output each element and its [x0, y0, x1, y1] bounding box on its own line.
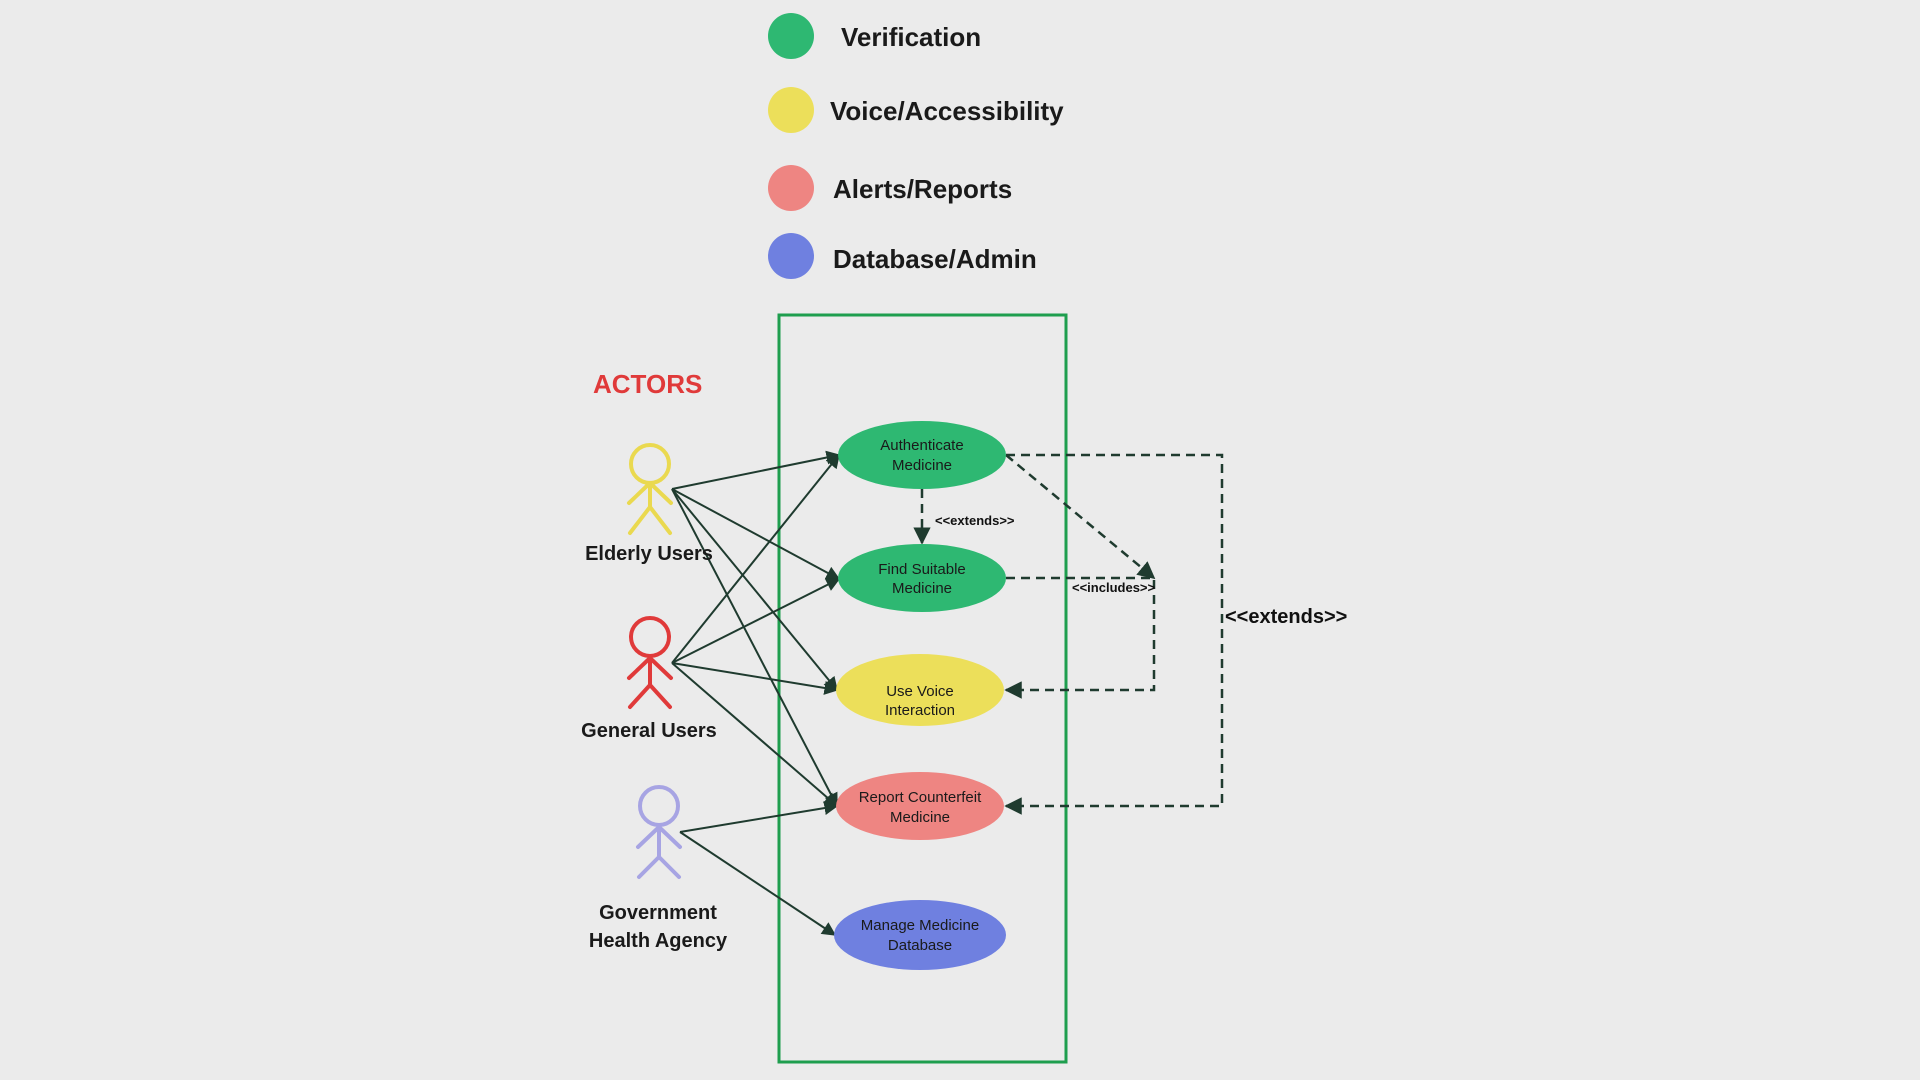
actor-gov-label-2: Health Agency: [589, 930, 728, 952]
association-elderly-report: [671, 488, 838, 808]
actor-gov-leg-left: [637, 855, 661, 879]
relation-find-voice-includes: [1004, 576, 1156, 699]
actor-government-health-agency[interactable]: [636, 785, 682, 879]
actor-general-arm-right: [648, 656, 673, 680]
relation-auth-report-extends: [1004, 453, 1224, 815]
legend-label-database: Database/Admin: [833, 244, 1037, 274]
actor-elderly-users[interactable]: [627, 443, 673, 535]
legend-item-verification: Verification: [768, 13, 981, 59]
association-gov-report: [679, 801, 839, 833]
legend-item-alerts-reports: Alerts/Reports: [768, 165, 1012, 211]
association-general-voice: [671, 662, 839, 695]
actor-elderly-leg-right: [648, 505, 672, 535]
actor-gov-arm-left: [636, 825, 661, 849]
use-case-manage-label-1: Manage Medicine: [861, 917, 979, 934]
use-case-report-shape: [836, 772, 1004, 840]
actor-elderly-head: [629, 443, 671, 485]
legend-label-alerts: Alerts/Reports: [833, 174, 1012, 204]
actors-title: ACTORS: [593, 369, 702, 399]
actor-elderly-arm-right: [648, 481, 673, 505]
use-case-authenticate-label-2: Medicine: [892, 457, 952, 474]
use-cases: Authenticate Medicine Find Suitable Medi…: [834, 421, 1006, 970]
use-case-manage-medicine-database[interactable]: Manage Medicine Database: [834, 900, 1006, 970]
association-gov-manage: [679, 831, 837, 936]
use-case-use-voice-interaction[interactable]: Use Voice Interaction: [836, 654, 1004, 726]
use-case-voice-label-1: Use Voice: [886, 683, 954, 700]
use-case-find-label-2: Medicine: [892, 580, 952, 597]
use-case-manage-label-2: Database: [888, 937, 952, 954]
legend-swatch-database: [768, 233, 814, 279]
use-case-find-shape: [838, 544, 1006, 612]
use-case-authenticate-shape: [838, 421, 1006, 489]
use-case-voice-shape: [836, 654, 1004, 726]
legend-swatch-alerts: [768, 165, 814, 211]
use-case-report-label-2: Medicine: [890, 809, 950, 826]
legend-swatch-voice: [768, 87, 814, 133]
association-general-find: [671, 578, 841, 664]
association-general-authenticate: [671, 453, 840, 664]
use-case-report-label-1: Report Counterfeit: [859, 789, 982, 806]
relation-label-auth-report-extends: <<extends>>: [1225, 606, 1347, 628]
use-case-authenticate-medicine[interactable]: Authenticate Medicine: [838, 421, 1006, 489]
legend-swatch-verification: [768, 13, 814, 59]
relationships: <<extends>> <<includes>> <<extends>>: [913, 453, 1347, 815]
actor-elderly-arm-left: [627, 481, 652, 505]
use-case-manage-shape: [834, 900, 1006, 970]
actor-elderly-leg-left: [628, 505, 652, 535]
legend-item-voice-accessibility: Voice/Accessibility: [768, 87, 1064, 133]
actor-general-users[interactable]: [627, 616, 673, 709]
use-case-voice-label-2: Interaction: [885, 702, 955, 719]
relation-label-find-voice-includes: <<includes>>: [1072, 580, 1156, 595]
actor-general-label: General Users: [581, 720, 717, 742]
actors: Elderly Users General Users Government H…: [581, 443, 728, 952]
relation-label-auth-find-extends: <<extends>>: [935, 513, 1015, 528]
actor-gov-arm-right: [657, 825, 682, 849]
actor-elderly-label: Elderly Users: [585, 543, 713, 565]
legend-label-verification: Verification: [841, 22, 981, 52]
use-case-find-suitable-medicine[interactable]: Find Suitable Medicine: [838, 544, 1006, 612]
association-elderly-authenticate: [671, 450, 841, 490]
actor-general-head: [629, 616, 671, 658]
system-boundary: [777, 313, 1068, 1064]
actor-gov-label-1: Government: [599, 902, 717, 924]
association-elderly-voice: [671, 488, 838, 692]
use-case-authenticate-label-1: Authenticate: [880, 437, 963, 454]
use-case-report-counterfeit-medicine[interactable]: Report Counterfeit Medicine: [836, 772, 1004, 840]
actor-general-leg-left: [628, 683, 652, 709]
association-elderly-find: [671, 488, 841, 580]
associations: [671, 450, 841, 936]
actor-general-arm-left: [627, 656, 652, 680]
legend-item-database-admin: Database/Admin: [768, 233, 1037, 279]
actor-gov-leg-right: [657, 855, 681, 879]
legend-label-voice: Voice/Accessibility: [830, 96, 1064, 126]
relation-auth-voice: [1005, 454, 1156, 580]
actor-gov-head: [638, 785, 680, 827]
use-case-find-label-1: Find Suitable: [878, 561, 966, 578]
legend: Verification Voice/Accessibility Alerts/…: [768, 13, 1064, 279]
association-general-report: [671, 662, 839, 807]
actor-general-leg-right: [648, 683, 672, 709]
